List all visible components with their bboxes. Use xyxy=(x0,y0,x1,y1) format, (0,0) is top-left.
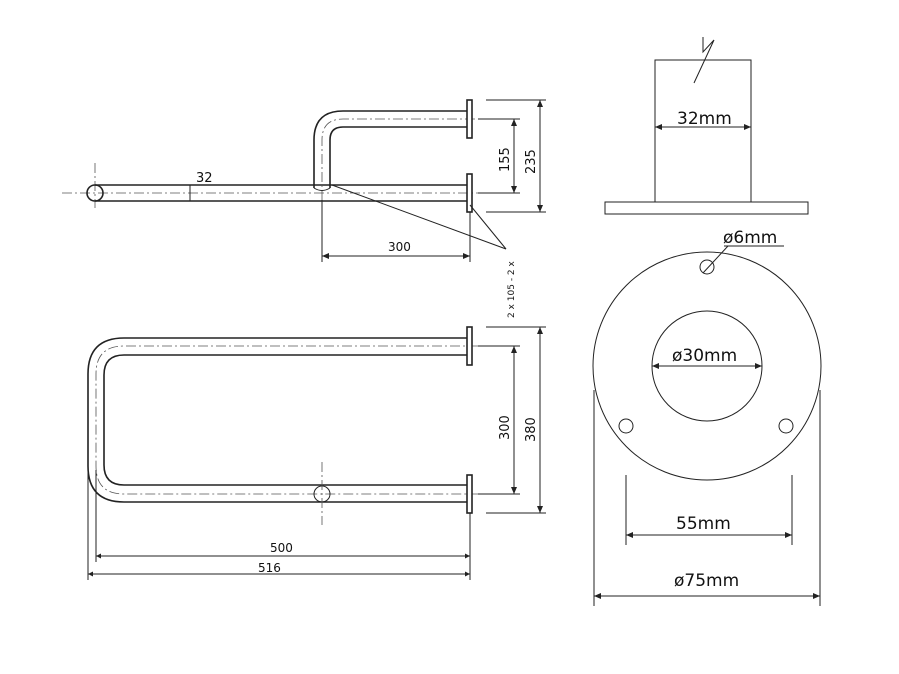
dim-30mm-label: ø30mm xyxy=(672,346,737,366)
bend-joint xyxy=(313,187,331,191)
fixing-leader-2 xyxy=(469,204,507,250)
base-plate xyxy=(604,201,809,215)
fixing-leader-1 xyxy=(331,184,507,250)
bend-outer-edge xyxy=(313,110,470,188)
dim-155-label: 155 xyxy=(498,147,513,172)
upper-flange xyxy=(466,99,473,139)
top-flange-upper xyxy=(466,326,473,366)
dim-500-label: 500 xyxy=(270,541,293,555)
top-flange-lower xyxy=(466,474,473,514)
u-pipe-inner-edge xyxy=(103,354,470,486)
bend-inner-edge xyxy=(329,126,470,188)
side-view: 32 300 155 235 2 x 105 - 2 x xyxy=(62,99,546,318)
fixing-hole-left xyxy=(618,418,634,434)
dim-516-label: 516 xyxy=(258,561,281,575)
top-view: 300 380 500 516 xyxy=(87,326,546,580)
dim-55mm-label: 55mm xyxy=(676,514,731,534)
dim-300-label: 300 xyxy=(388,240,411,254)
dim-32-label: 32 xyxy=(196,171,213,186)
u-pipe-centerline xyxy=(95,345,478,495)
fixing-note: 2 x 105 - 2 x xyxy=(507,260,517,318)
dim-6mm-leader xyxy=(702,245,729,274)
dim-32mm-label: 32mm xyxy=(677,109,732,129)
u-pipe-outer-edge xyxy=(87,337,470,503)
dim-75mm-label: ø75mm xyxy=(674,571,739,591)
flange-front-view: ø6mm ø30mm 55mm ø75mm xyxy=(592,228,822,606)
dim-300v-label: 300 xyxy=(498,415,513,440)
fixing-hole-right xyxy=(778,418,794,434)
bend-centerline xyxy=(321,118,478,200)
flange-side-view: 32mm xyxy=(604,37,809,215)
dim-380-label: 380 xyxy=(524,417,539,442)
tube-section xyxy=(654,59,752,203)
fixing-hole-top xyxy=(699,259,715,275)
dim-6mm-label: ø6mm xyxy=(723,228,777,248)
break-symbol xyxy=(693,37,715,84)
dim-235-label: 235 xyxy=(524,149,539,174)
flange-outer-circle xyxy=(592,251,822,481)
